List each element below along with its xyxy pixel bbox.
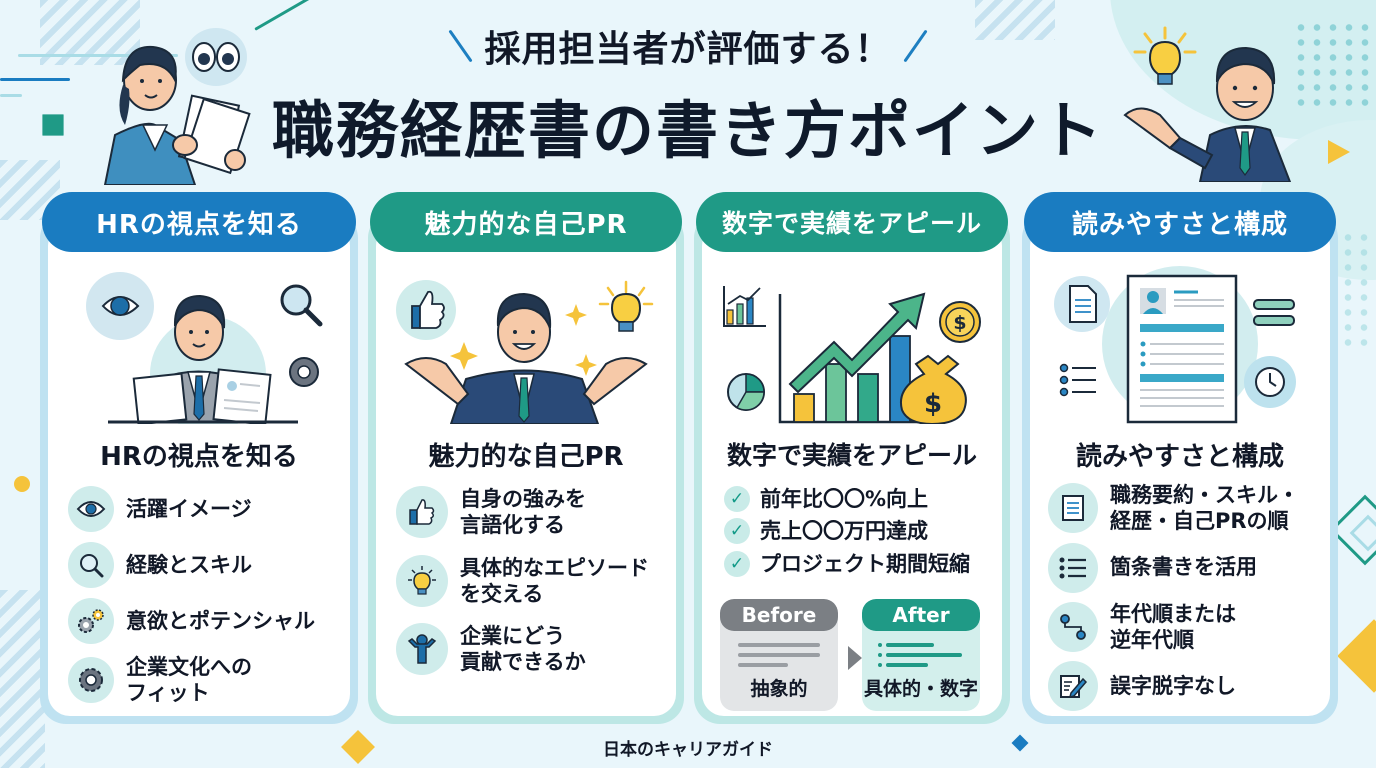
card-pill-hr: HRの視点を知る <box>42 192 356 252</box>
page-title: 職務経歴書の書き方ポイント <box>271 94 1104 167</box>
list-item: 年代順または 逆年代順 <box>1048 601 1320 654</box>
before-box: Before 抽象的 <box>720 599 838 711</box>
checkmark-icon: ✓ <box>724 486 750 513</box>
subtitle-text: 採用担当者が評価する！ <box>484 29 892 70</box>
list-item: 具体的なエピソード を交える <box>396 554 666 608</box>
item-text: 企業にどう 貢献できるか <box>460 624 586 675</box>
eye-icon <box>68 486 114 532</box>
after-box: After 具体的・数字 <box>862 599 980 711</box>
list-item: 企業にどう 貢献できるか <box>396 623 666 676</box>
growth-chart-illustration: $ $ <box>702 264 1002 426</box>
thumbs-up-icon <box>396 486 448 539</box>
item-text: 職務要約・スキル・ 経歴・自己PRの順 <box>1110 483 1299 534</box>
svg-text:$: $ <box>953 312 966 334</box>
card-readability: 読みやすさと構成 <box>1022 192 1338 724</box>
item-text: 自身の強みを 言語化する <box>460 487 586 538</box>
check-item: ✓ 売上〇〇万円達成 <box>724 518 970 545</box>
bullet-list-icon <box>1048 542 1098 593</box>
card-numbers: 数字で実績をアピール <box>694 192 1010 724</box>
checkmark-icon: ✓ <box>724 518 750 545</box>
list-item: 誤字脱字なし <box>1048 661 1320 711</box>
card-item-list: 自身の強みを 言語化する 具体的なエピソード を交える 企業にどう 貢献できるか <box>396 486 666 686</box>
timeline-icon <box>1048 601 1098 652</box>
resume-document-illustration <box>1030 264 1330 424</box>
eyes-speech-bubble-icon <box>185 28 247 86</box>
confident-man-illustration <box>376 264 676 425</box>
list-item: 意欲とポテンシャル <box>68 598 340 644</box>
lightbulb-icon <box>396 554 448 607</box>
achievement-checklist: ✓ 前年比〇〇%向上 ✓ 売上〇〇万円達成 ✓ プロジェクト期間短縮 <box>724 486 970 583</box>
person-cheer-icon <box>396 623 448 676</box>
item-text: 経験とスキル <box>126 552 252 577</box>
slash-decoration <box>448 29 474 63</box>
before-label: Before <box>720 599 838 631</box>
magnifier-icon <box>68 542 114 588</box>
item-text: 箇条書きを活用 <box>1110 555 1257 580</box>
arrow-right-icon <box>848 646 862 670</box>
list-item: 箇条書きを活用 <box>1048 542 1320 593</box>
card-heading: 数字で実績をアピール <box>726 441 977 470</box>
document-icon <box>1048 483 1098 534</box>
card-heading: 読みやすさと構成 <box>1075 442 1284 472</box>
svg-text:$: $ <box>924 389 942 419</box>
card-pill-readability: 読みやすさと構成 <box>1024 192 1336 252</box>
list-item: 活躍イメージ <box>68 486 340 532</box>
item-text: 意欲とポテンシャル <box>126 608 315 633</box>
card-heading: HRの視点を知る <box>100 442 298 472</box>
gear-icon <box>68 657 114 704</box>
card-item-list: 活躍イメージ 経験とスキル 意欲とポテンシャル 企業文化への フィット <box>68 486 340 717</box>
after-label: After <box>862 599 980 631</box>
check-item: ✓ プロジェクト期間短縮 <box>724 550 970 577</box>
man-presenting-illustration <box>1120 20 1320 183</box>
slash-decoration <box>902 29 928 63</box>
card-pill-numbers: 数字で実績をアピール <box>696 192 1008 252</box>
card-pill-self-pr: 魅力的な自己PR <box>370 192 682 252</box>
list-item: 職務要約・スキル・ 経歴・自己PRの順 <box>1048 482 1320 535</box>
check-text: 前年比〇〇%向上 <box>760 487 929 511</box>
woman-reading-illustration <box>85 25 255 186</box>
edit-document-icon <box>1048 661 1098 711</box>
card-hr-perspective: HRの視点を知る <box>40 192 358 724</box>
hr-recruiter-illustration <box>48 264 350 432</box>
gears-icon <box>68 598 114 644</box>
check-text: 売上〇〇万円達成 <box>760 519 928 544</box>
title-block: 採用担当者が評価する！ 職務経歴書の書き方ポイント <box>0 20 1376 170</box>
checkmark-icon: ✓ <box>724 550 750 577</box>
footer-brand: 日本のキャリアガイド <box>603 740 773 760</box>
item-text: 年代順または 逆年代順 <box>1110 601 1236 652</box>
item-text: 具体的なエピソード を交える <box>460 555 649 606</box>
item-text: 誤字脱字なし <box>1110 673 1236 698</box>
item-text: 企業文化への フィット <box>126 655 252 706</box>
card-self-pr: 魅力的な自己PR <box>368 192 684 724</box>
list-item: 自身の強みを 言語化する <box>396 486 666 539</box>
card-heading: 魅力的な自己PR <box>428 442 624 472</box>
check-text: プロジェクト期間短縮 <box>760 551 970 576</box>
before-caption: 抽象的 <box>750 678 808 700</box>
list-item: 企業文化への フィット <box>68 654 340 707</box>
item-text: 活躍イメージ <box>126 496 252 521</box>
after-caption: 具体的・数字 <box>863 678 978 700</box>
card-item-list: 職務要約・スキル・ 経歴・自己PRの順 箇条書きを活用 年代順または 逆年代順 … <box>1048 482 1320 721</box>
check-item: ✓ 前年比〇〇%向上 <box>724 486 970 513</box>
list-item: 経験とスキル <box>68 542 340 588</box>
subtitle: 採用担当者が評価する！ <box>448 20 928 72</box>
